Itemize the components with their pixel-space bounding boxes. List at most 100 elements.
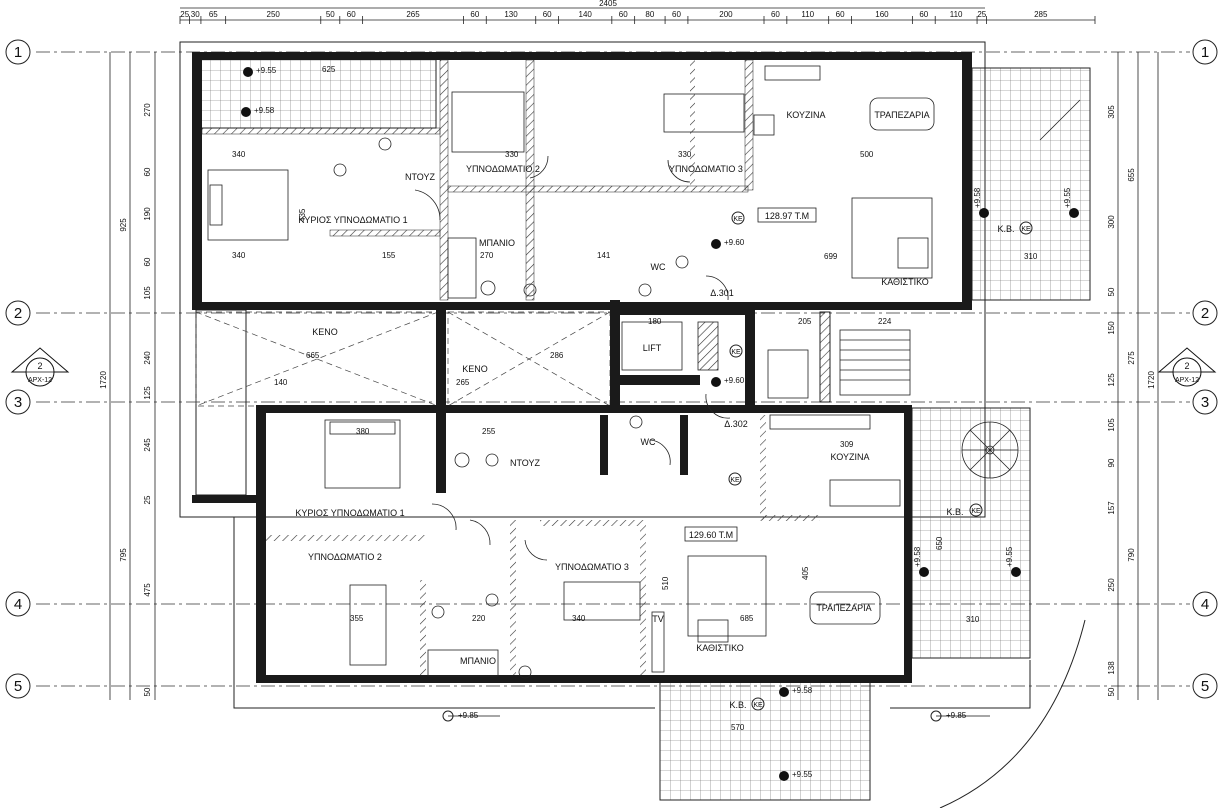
svg-text:340: 340 <box>232 251 246 260</box>
svg-text:270: 270 <box>480 251 494 260</box>
top-dimension-11: 60 <box>619 10 628 19</box>
grid-bubbles-left: 1 2 3 4 5 <box>5 39 31 699</box>
svg-text:310: 310 <box>966 615 980 624</box>
top-dimension-4: 50 <box>326 10 335 19</box>
svg-text:190: 190 <box>143 207 152 221</box>
svg-text:305: 305 <box>1107 105 1116 119</box>
svg-text:157: 157 <box>1107 501 1116 515</box>
dining-table-upper <box>869 97 935 131</box>
svg-text:275: 275 <box>1127 351 1136 365</box>
room-balcony-lower: Κ.Β. <box>946 507 963 517</box>
ke-symbol: ΚΕ <box>730 477 740 484</box>
top-dimension-16: 110 <box>801 10 814 19</box>
interior-dimensions: 625 340 340 330 330 500 699 435 155 270 … <box>232 65 1038 732</box>
grid-bubble-4: 4 <box>14 596 22 613</box>
svg-text:655: 655 <box>1127 168 1136 182</box>
svg-text:300: 300 <box>1107 215 1116 229</box>
wc-upper: WC <box>651 262 666 272</box>
room-dining-upper: ΤΡΑΠΕΖΑΡΙΑ <box>874 110 929 120</box>
room-shower-lower: ΝΤΟΥΖ <box>510 458 541 468</box>
level-mark: +9.55 <box>1005 546 1014 567</box>
svg-text:500: 500 <box>860 150 874 159</box>
area-upper: 128.97 T.M <box>765 211 809 221</box>
svg-text:150: 150 <box>1107 321 1116 335</box>
void-label-1: ΚΕΝΟ <box>312 327 338 337</box>
top-dimension-22: 285 <box>1034 10 1048 19</box>
walls <box>192 52 972 683</box>
bed-3-lower <box>563 581 641 621</box>
top-dimension-8: 130 <box>504 10 518 19</box>
svg-text:340: 340 <box>572 614 586 623</box>
svg-text:665: 665 <box>306 351 320 360</box>
top-dimension-14: 200 <box>719 10 733 19</box>
top-dimension-18: 160 <box>875 10 889 19</box>
sofa-upper <box>851 197 933 279</box>
svg-text:90: 90 <box>1107 458 1116 467</box>
spiral-stair <box>961 421 1019 479</box>
svg-text:790: 790 <box>1127 548 1136 562</box>
furniture <box>207 65 1086 808</box>
bed-2-upper <box>451 91 525 153</box>
svg-text:125: 125 <box>1107 373 1116 387</box>
top-dimension-10: 140 <box>579 10 593 19</box>
balcony-top-left <box>195 57 437 129</box>
svg-text:380: 380 <box>356 427 370 436</box>
level-mark: +9.55 <box>792 770 813 779</box>
level-mark: +9.60 <box>724 376 745 385</box>
svg-text:925: 925 <box>119 218 128 232</box>
bed-master-upper <box>207 169 289 241</box>
room-master-lower: ΚΥΡΙΟΣ ΥΠΝΟΔΩΜΑΤΙΟ 1 <box>295 508 404 518</box>
area-lower: 129.60 T.M <box>689 530 733 540</box>
grid-bubble-3-right: 3 <box>1201 394 1209 411</box>
svg-text:270: 270 <box>143 103 152 117</box>
core: LIFT Δ.301 Δ.302 <box>643 288 748 429</box>
svg-text:105: 105 <box>143 286 152 300</box>
top-dimension-17: 60 <box>836 10 845 19</box>
duct-301: Δ.301 <box>710 288 734 298</box>
svg-text:265: 265 <box>456 378 470 387</box>
room-bath-lower: ΜΠΑΝΙΟ <box>460 656 496 666</box>
left-dimension-chain: 270 60 190 60 105 240 125 245 25 475 50 … <box>99 52 156 700</box>
svg-text:245: 245 <box>143 438 152 452</box>
svg-text:510: 510 <box>661 576 670 590</box>
top-dimension-7: 60 <box>470 10 479 19</box>
top-dimension-0: 25 <box>180 10 189 19</box>
top-dimension-6: 265 <box>406 10 420 19</box>
bathtub-upper <box>447 237 477 299</box>
room-living-upper: ΚΑΘΙΣΤΙΚΟ <box>881 277 929 287</box>
level-mark: +9.55 <box>256 66 277 75</box>
top-dimension-13: 60 <box>672 10 681 19</box>
svg-text:330: 330 <box>505 150 519 159</box>
svg-text:286: 286 <box>550 351 564 360</box>
bed-master-lower <box>324 419 401 489</box>
svg-text:50: 50 <box>1107 287 1116 296</box>
svg-text:625: 625 <box>322 65 336 74</box>
svg-text:330: 330 <box>678 150 692 159</box>
top-dimension-5: 60 <box>347 10 356 19</box>
svg-text:180: 180 <box>648 317 662 326</box>
svg-text:60: 60 <box>143 167 152 176</box>
duct-302: Δ.302 <box>724 419 748 429</box>
grid-bubble-1-right: 1 <box>1201 44 1209 61</box>
top-dimension-12: 80 <box>645 10 654 19</box>
grid-bubble-4-right: 4 <box>1201 596 1209 613</box>
svg-text:205: 205 <box>798 317 812 326</box>
svg-text:255: 255 <box>482 427 496 436</box>
lift-shaft <box>621 321 683 371</box>
room-balcony-upper: Κ.Β. <box>997 224 1014 234</box>
section-marker-right: 2 ΑΡΧ-12 <box>1157 347 1217 387</box>
void-areas: ΚΕΝΟ ΚΕΝΟ <box>195 311 611 407</box>
level-mark: +9.58 <box>973 187 982 208</box>
top-dimension-20: 110 <box>950 10 963 19</box>
ke-symbol: ΚΕ <box>733 216 743 223</box>
level-mark: +9.58 <box>913 546 922 567</box>
bed-3-upper <box>663 93 745 133</box>
balcony-bottom <box>659 679 871 801</box>
grid-bubble-5: 5 <box>14 678 22 695</box>
svg-text:220: 220 <box>472 614 486 623</box>
ke-symbols: ΚΕ ΚΕ ΚΕ ΚΕ ΚΕ ΚΕ <box>728 211 1033 711</box>
ke-symbol: ΚΕ <box>971 508 981 515</box>
level-mark: +9.85 <box>946 711 967 720</box>
room-bath-upper: ΜΠΑΝΙΟ <box>479 238 515 248</box>
